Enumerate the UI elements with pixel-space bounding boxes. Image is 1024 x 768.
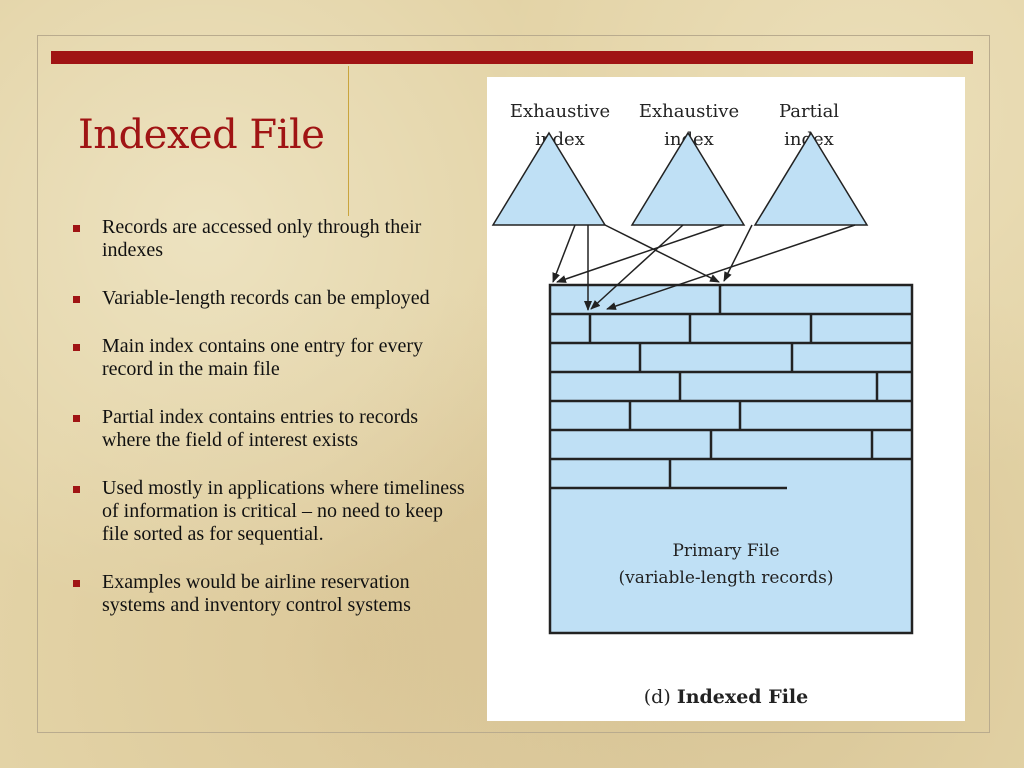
primary-file-sublabel: (variable-length records) bbox=[618, 568, 833, 588]
square-bullet-icon bbox=[73, 415, 80, 422]
slide-title: Indexed File bbox=[78, 112, 325, 158]
bullet-item: Partial index contains entries to record… bbox=[70, 406, 470, 452]
index-label-3-line1: Partial bbox=[779, 101, 839, 122]
title-bar-stripe bbox=[51, 51, 973, 64]
title-accent-line bbox=[348, 66, 349, 216]
bullet-list: Records are accessed only through their … bbox=[70, 216, 470, 642]
indexed-file-diagram: Exhaustive index Exhaustive index Partia… bbox=[487, 77, 965, 721]
figure-caption-title: Indexed File bbox=[677, 686, 808, 708]
square-bullet-icon bbox=[73, 344, 80, 351]
square-bullet-icon bbox=[73, 296, 80, 303]
diagram-svg: Exhaustive index Exhaustive index Partia… bbox=[491, 101, 914, 708]
bullet-text: Records are accessed only through their … bbox=[102, 216, 422, 261]
bullet-text: Variable-length records can be employed bbox=[102, 287, 430, 309]
index-label-2-line1: Exhaustive bbox=[639, 101, 739, 122]
slide-frame bbox=[37, 35, 990, 733]
record-grid bbox=[550, 285, 912, 490]
index-pointer-arrows bbox=[552, 224, 856, 311]
exhaustive-index-triangle-1 bbox=[491, 131, 607, 226]
bullet-item: Main index contains one entry for every … bbox=[70, 335, 470, 381]
primary-file-label: Primary File bbox=[672, 541, 779, 561]
bullet-item: Variable-length records can be employed bbox=[70, 287, 470, 310]
exhaustive-index-triangle-2 bbox=[630, 131, 746, 226]
bullet-item: Examples would be airline reservation sy… bbox=[70, 571, 470, 617]
bullet-text: Used mostly in applications where timeli… bbox=[102, 477, 465, 545]
square-bullet-icon bbox=[73, 486, 80, 493]
figure-caption: (d) Indexed File bbox=[644, 686, 808, 708]
bullet-text: Partial index contains entries to record… bbox=[102, 406, 419, 451]
bullet-item: Records are accessed only through their … bbox=[70, 216, 470, 262]
square-bullet-icon bbox=[73, 580, 80, 587]
partial-index-triangle bbox=[753, 131, 869, 226]
figure-caption-prefix: (d) bbox=[644, 686, 671, 708]
bullet-item: Used mostly in applications where timeli… bbox=[70, 477, 470, 546]
bullet-text: Main index contains one entry for every … bbox=[102, 335, 424, 380]
square-bullet-icon bbox=[73, 225, 80, 232]
index-label-1-line1: Exhaustive bbox=[510, 101, 610, 122]
bullet-text: Examples would be airline reservation sy… bbox=[102, 571, 411, 616]
